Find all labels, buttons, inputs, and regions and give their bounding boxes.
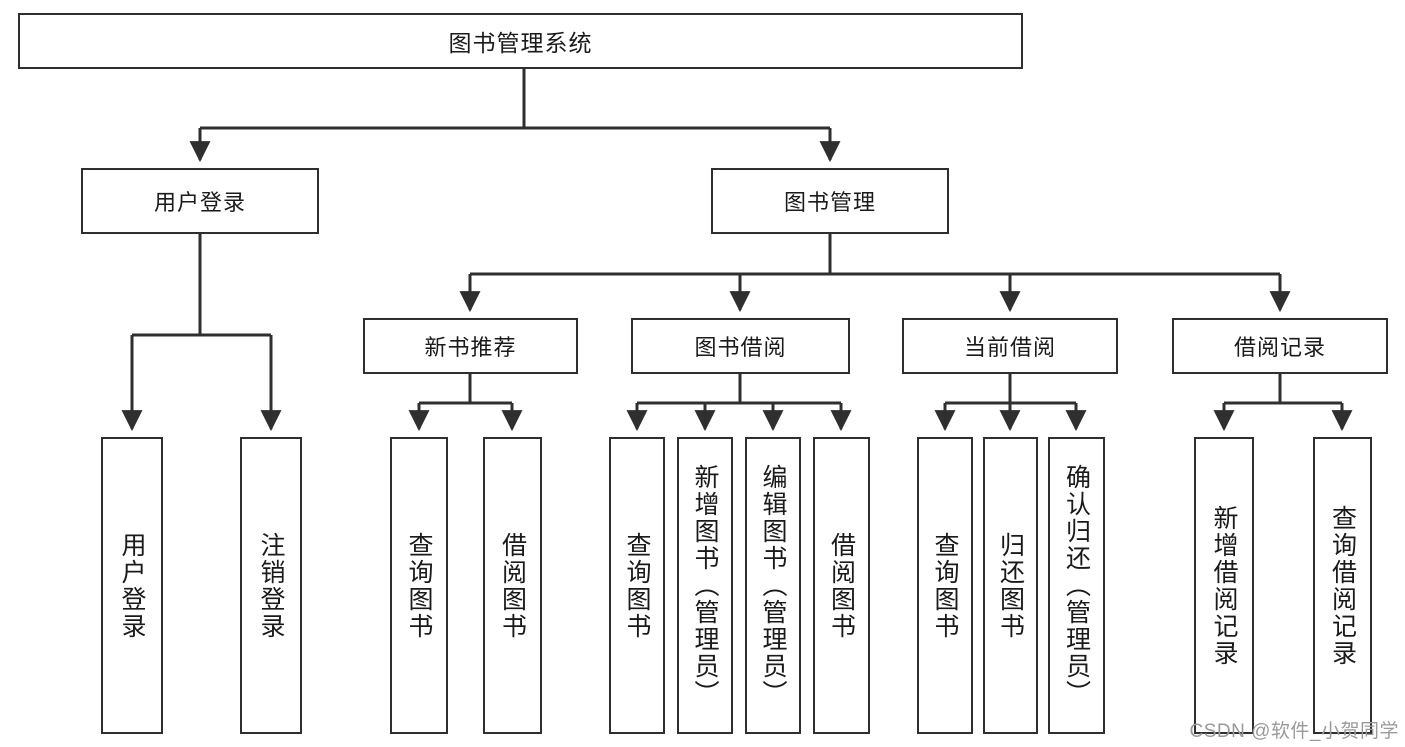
node-leaf-confirm-return-label: 确认归还（管理员） bbox=[1062, 464, 1091, 707]
node-book-manage-label: 图书管理 bbox=[783, 190, 876, 215]
node-new-book-rec[interactable]: 新书推荐 bbox=[363, 318, 578, 374]
node-leaf-add-record[interactable]: 新增借阅记录 bbox=[1194, 437, 1254, 734]
node-leaf-borrow-book-2-label: 借阅图书 bbox=[827, 531, 856, 640]
node-borrow-record-label: 借阅记录 bbox=[1233, 335, 1326, 360]
node-leaf-edit-book-label: 编辑图书（管理员） bbox=[759, 464, 787, 707]
node-leaf-query-book-1-label: 查询图书 bbox=[405, 531, 433, 640]
node-leaf-user-login[interactable]: 用户登录 bbox=[101, 437, 163, 734]
node-leaf-query-record-label: 查询借阅记录 bbox=[1328, 504, 1357, 667]
node-leaf-borrow-book-1-label: 借阅图书 bbox=[498, 531, 527, 640]
node-leaf-borrow-book-2[interactable]: 借阅图书 bbox=[813, 437, 870, 734]
node-user-login[interactable]: 用户登录 bbox=[81, 168, 319, 234]
node-book-manage[interactable]: 图书管理 bbox=[711, 168, 949, 234]
node-leaf-logout[interactable]: 注销登录 bbox=[240, 437, 302, 734]
node-leaf-borrow-book-1[interactable]: 借阅图书 bbox=[483, 437, 542, 734]
node-leaf-add-record-label: 新增借阅记录 bbox=[1210, 504, 1238, 667]
node-leaf-confirm-return[interactable]: 确认归还（管理员） bbox=[1048, 437, 1105, 734]
node-root-label: 图书管理系统 bbox=[448, 30, 593, 56]
node-current-borrow-label: 当前借阅 bbox=[963, 335, 1056, 360]
node-leaf-user-login-label: 用户登录 bbox=[118, 531, 146, 640]
node-root[interactable]: 图书管理系统 bbox=[18, 13, 1023, 69]
node-book-borrow-label: 图书借阅 bbox=[694, 335, 787, 360]
node-leaf-return-book-label: 归还图书 bbox=[996, 531, 1025, 640]
node-borrow-record[interactable]: 借阅记录 bbox=[1172, 318, 1388, 374]
node-leaf-query-book-1[interactable]: 查询图书 bbox=[390, 437, 448, 734]
node-user-login-label: 用户登录 bbox=[153, 190, 246, 215]
node-current-borrow[interactable]: 当前借阅 bbox=[902, 318, 1118, 374]
node-leaf-edit-book[interactable]: 编辑图书（管理员） bbox=[745, 437, 801, 734]
node-new-book-rec-label: 新书推荐 bbox=[424, 335, 517, 360]
node-book-borrow[interactable]: 图书借阅 bbox=[631, 318, 850, 374]
node-leaf-query-record[interactable]: 查询借阅记录 bbox=[1313, 437, 1372, 734]
node-leaf-query-book-2-label: 查询图书 bbox=[623, 531, 651, 640]
node-leaf-query-book-3-label: 查询图书 bbox=[931, 531, 959, 640]
node-leaf-add-book[interactable]: 新增图书（管理员） bbox=[677, 437, 733, 734]
node-leaf-logout-label: 注销登录 bbox=[257, 531, 285, 640]
node-leaf-return-book[interactable]: 归还图书 bbox=[983, 437, 1038, 734]
node-leaf-query-book-3[interactable]: 查询图书 bbox=[917, 437, 973, 734]
node-leaf-add-book-label: 新增图书（管理员） bbox=[691, 464, 719, 707]
node-leaf-query-book-2[interactable]: 查询图书 bbox=[609, 437, 665, 734]
